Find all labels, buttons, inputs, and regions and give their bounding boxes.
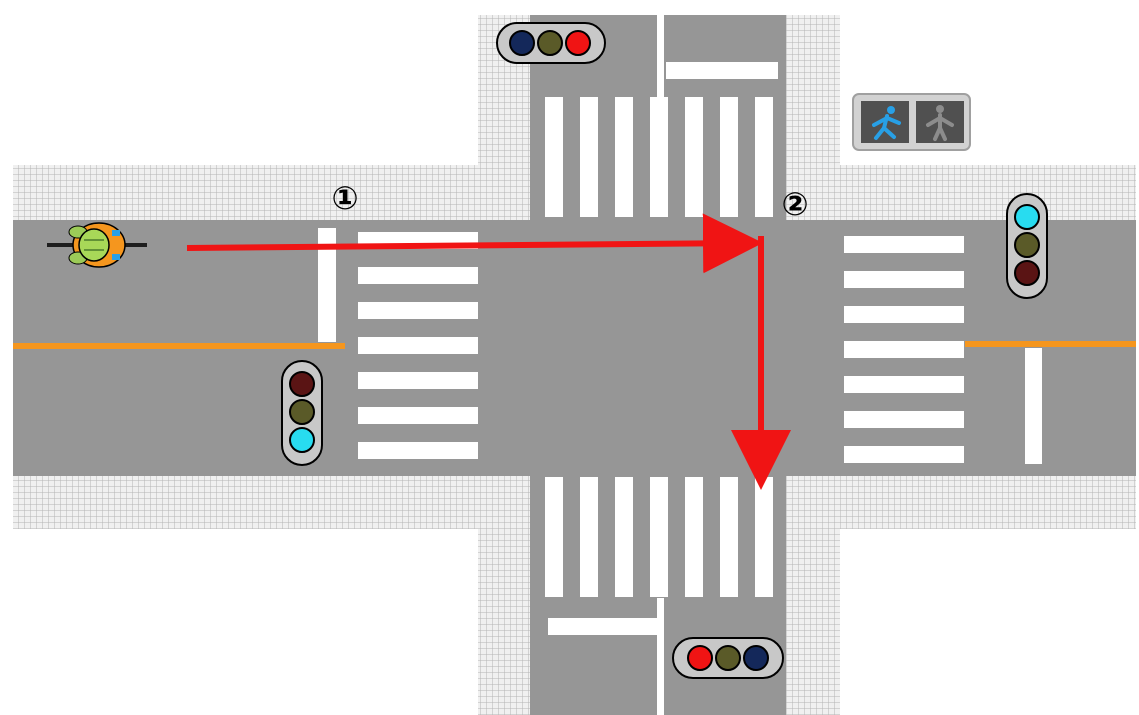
crosswalk-stripe	[755, 477, 773, 597]
signal-lamp-red	[687, 645, 713, 671]
crosswalk-stripe	[650, 97, 668, 217]
stop-line-north	[666, 62, 778, 79]
center-line-north	[657, 15, 664, 97]
stop-line-west	[318, 228, 336, 342]
crosswalk-stripe	[545, 97, 563, 217]
stop-line-east	[1025, 348, 1042, 464]
crosswalk-stripe	[844, 341, 964, 358]
crosswalk-east	[844, 236, 964, 463]
traffic-signal-south	[672, 637, 784, 679]
crosswalk-stripe	[358, 442, 478, 459]
crosswalk-stripe	[844, 306, 964, 323]
crosswalk-stripe	[358, 407, 478, 424]
crosswalk-stripe	[844, 411, 964, 428]
center-line-west	[13, 343, 345, 349]
point-1-label: ①	[331, 179, 358, 217]
sidewalk-west-strip	[13, 165, 483, 222]
crosswalk-stripe	[720, 477, 738, 597]
lane-markings	[13, 15, 1136, 715]
point-2-label: ②	[781, 185, 808, 223]
crosswalk-stripe	[358, 372, 478, 389]
route-arrows	[186, 213, 791, 490]
crosswalk-stripe	[545, 477, 563, 597]
traffic-signal-west	[281, 360, 323, 466]
sidewalk-southwest-strip	[13, 474, 483, 529]
crosswalk-stripe	[685, 477, 703, 597]
signal-lamp-red	[565, 30, 591, 56]
walking-person-icon	[872, 106, 901, 140]
crosswalk-stripe	[358, 302, 478, 319]
crosswalk-stripe	[580, 97, 598, 217]
signal-lamp-blue	[289, 427, 315, 453]
crosswalk-south	[545, 477, 773, 597]
signal-lamp-yellow	[289, 399, 315, 425]
crosswalk-stripe	[615, 477, 633, 597]
sidewalk-east-strip	[786, 165, 1136, 222]
signal-lamp-blue	[1014, 204, 1040, 230]
signal-lamp-yellow	[537, 30, 563, 56]
stop-line-south	[548, 618, 658, 635]
signal-lamp-blue	[509, 30, 535, 56]
sidewalk-southeast-strip	[786, 474, 1136, 529]
crosswalk-stripe	[844, 271, 964, 288]
crosswalk-stripe	[755, 97, 773, 217]
crosswalk-stripe	[580, 477, 598, 597]
center-line-south	[657, 598, 664, 715]
route-arrow-east	[186, 213, 763, 274]
signal-lamp-yellow	[715, 645, 741, 671]
crosswalk-stripe	[844, 376, 964, 393]
cyclist-icon	[47, 222, 147, 268]
crosswalk-stripe	[358, 267, 478, 284]
center-line-east	[965, 341, 1136, 347]
signal-lamp-red	[289, 371, 315, 397]
standing-person-icon	[926, 105, 954, 141]
pedestrian-signal	[852, 93, 971, 151]
traffic-signal-east	[1006, 193, 1048, 299]
crosswalk-stripe	[358, 337, 478, 354]
signal-lamp-yellow	[1014, 232, 1040, 258]
crosswalk-stripe	[615, 97, 633, 217]
crosswalk-stripe	[844, 446, 964, 463]
traffic-signal-north	[496, 22, 606, 64]
crosswalk-stripe	[685, 97, 703, 217]
signal-lamp-blue	[743, 645, 769, 671]
crosswalk-north	[545, 97, 773, 217]
crosswalk-stripe	[720, 97, 738, 217]
crosswalk-stripe	[650, 477, 668, 597]
signal-lamp-red	[1014, 260, 1040, 286]
crosswalk-stripe	[844, 236, 964, 253]
